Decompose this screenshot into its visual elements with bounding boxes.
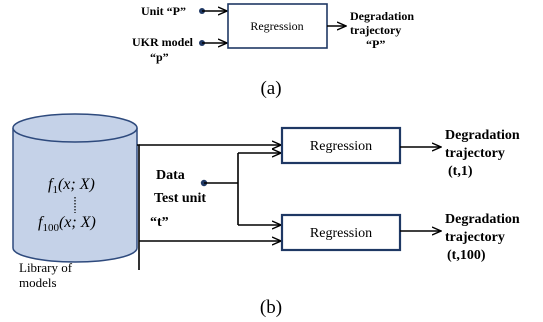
regression-box-a bbox=[227, 3, 328, 49]
model-first-args: (x; X) bbox=[58, 176, 95, 193]
output-bottom-line1: Degradation bbox=[445, 212, 520, 227]
library-label-line2: models bbox=[19, 275, 57, 290]
data-label-line2: Test unit bbox=[154, 191, 206, 206]
output-top-line2: trajectory bbox=[445, 146, 505, 161]
caption-a: (a) bbox=[260, 78, 281, 99]
output-top-line1: Degradation bbox=[445, 128, 520, 143]
model-last-sub: 100 bbox=[42, 222, 59, 234]
model-last-f: f bbox=[38, 214, 45, 231]
regression-label-bottom: Regression bbox=[310, 226, 372, 241]
caption-b: (b) bbox=[260, 297, 282, 318]
model-last-args: (x; X) bbox=[59, 214, 96, 231]
data-label-line1: Data bbox=[156, 168, 185, 183]
panel-a: Unit “P” UKR model “p” Regression Degrad… bbox=[132, 3, 414, 99]
output-bottom-line3: (t,100) bbox=[447, 248, 486, 263]
model-last: f100(x; X) bbox=[38, 214, 96, 234]
regression-box-top bbox=[280, 126, 402, 165]
regression-label-a: Regression bbox=[250, 19, 303, 33]
library-label-line1: Library of bbox=[19, 260, 73, 275]
output-a-line3: “P” bbox=[366, 37, 385, 51]
input-model-label-line1: UKR model bbox=[132, 35, 194, 49]
output-bottom-line2: trajectory bbox=[445, 230, 505, 245]
output-a-line2: trajectory bbox=[350, 23, 401, 37]
model-first: f1(x; X) bbox=[48, 176, 95, 196]
model-library-cylinder bbox=[12, 113, 138, 263]
regression-box-bottom bbox=[280, 213, 402, 252]
model-first-sub: 1 bbox=[52, 184, 58, 196]
input-unit-label: Unit “P” bbox=[141, 4, 186, 18]
regression-label-top: Regression bbox=[310, 139, 372, 154]
model-first-f: f bbox=[48, 176, 55, 193]
panel-b: f1(x; X) f100(x; X) Library of models Da… bbox=[12, 113, 520, 318]
data-label-line3: “t” bbox=[150, 215, 169, 230]
input-model-label-line2: “p” bbox=[150, 50, 169, 64]
output-a-line1: Degradation bbox=[350, 9, 414, 23]
output-top-line3: (t,1) bbox=[448, 164, 473, 179]
